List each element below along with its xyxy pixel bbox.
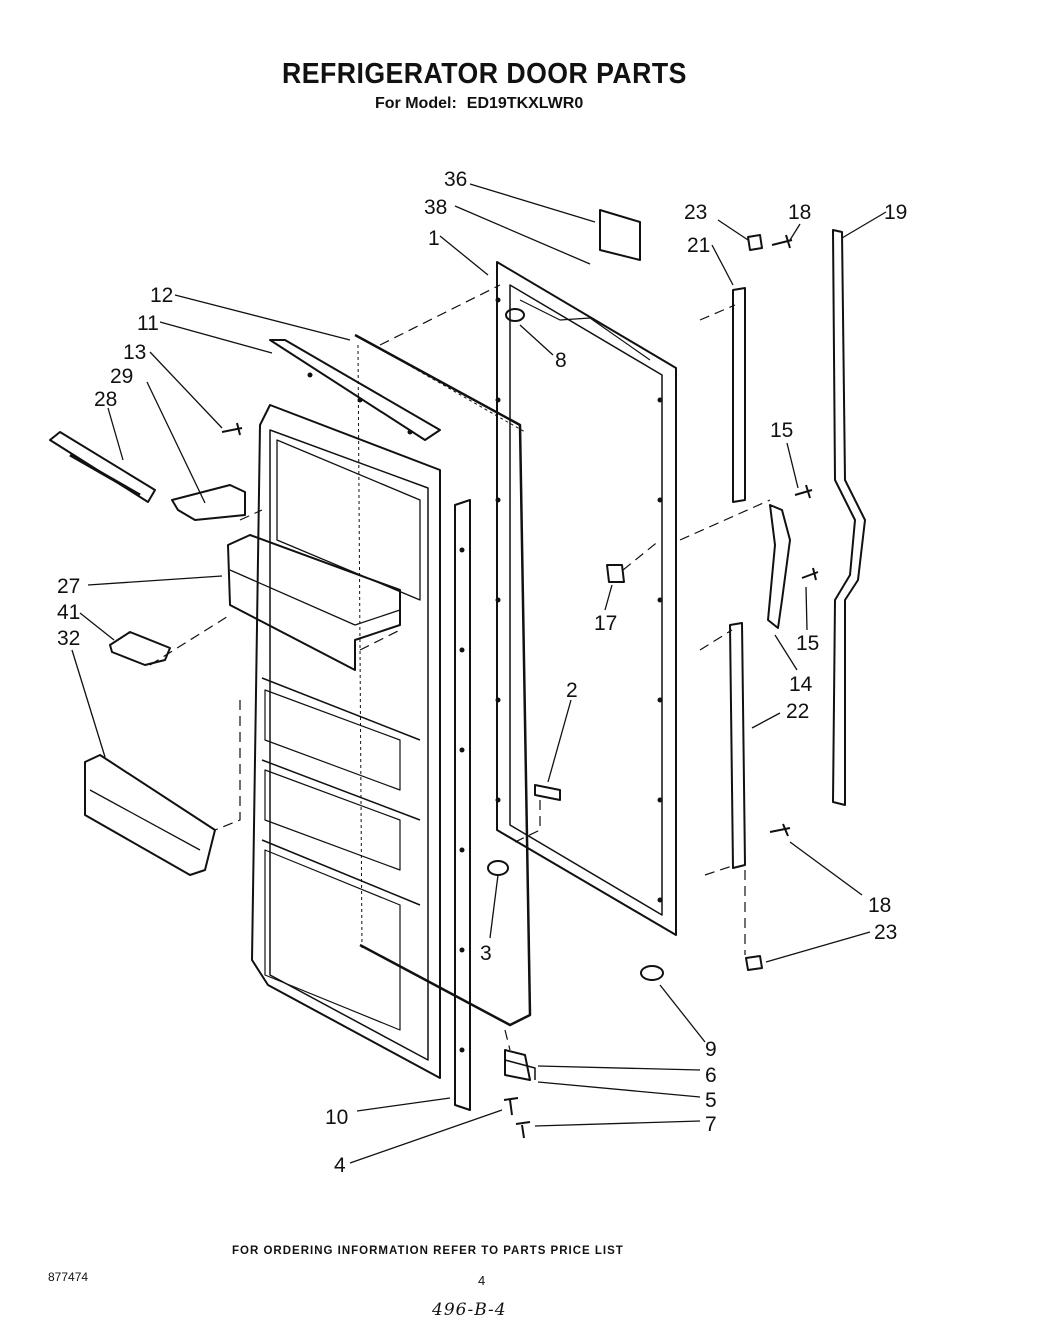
hinge-lower: [504, 1049, 531, 1081]
callout-41: 41: [57, 601, 80, 624]
hinge-bracket: [171, 484, 246, 521]
handle-upper: [732, 287, 746, 503]
bushing: [487, 860, 509, 876]
callout-10: 10: [325, 1106, 348, 1129]
label-plate: [599, 209, 641, 261]
screw-15-lower: [801, 567, 819, 581]
screw-18-upper: [771, 234, 793, 249]
model-label: For Model:: [375, 95, 457, 112]
callout-28: 28: [94, 388, 117, 411]
page-title: REFRIGERATOR DOOR PARTS: [282, 58, 687, 90]
callout-15-upper: 15: [770, 419, 793, 442]
callout-23-lower: 23: [874, 921, 897, 944]
nut-clip: [534, 784, 561, 801]
trim-strip: [49, 431, 156, 503]
callout-36: 36: [444, 168, 467, 191]
callout-21: 21: [687, 234, 710, 257]
callout-6: 6: [705, 1064, 717, 1087]
callout-38: 38: [424, 196, 447, 219]
callout-14: 14: [789, 673, 813, 696]
screw-7: [515, 1121, 531, 1139]
breaker-strip: [454, 499, 471, 1111]
door-shelf: [227, 534, 401, 671]
cap-23-lower: [745, 955, 763, 971]
bearing: [640, 965, 664, 981]
callout-22: 22: [786, 700, 809, 723]
callout-17: 17: [594, 612, 617, 635]
handwritten-note: 496-B-4: [432, 1300, 507, 1320]
callout-1: 1: [428, 227, 440, 250]
callout-12: 12: [150, 284, 173, 307]
screw-18-lower: [769, 823, 791, 837]
handle-trim: [832, 229, 866, 806]
callout-11: 11: [137, 312, 159, 335]
callout-5: 5: [705, 1089, 717, 1112]
door-bin: [84, 754, 216, 876]
callout-18-lower: 18: [868, 894, 891, 917]
cap-plug: [505, 308, 525, 322]
callout-27: 27: [57, 575, 80, 598]
document-number: 877474: [48, 1270, 89, 1284]
callout-19: 19: [884, 201, 907, 224]
callout-8: 8: [555, 349, 567, 372]
door-outer-panel: [496, 261, 677, 936]
cap-23-upper: [747, 234, 763, 251]
callout-18-upper: 18: [788, 201, 811, 224]
ordering-info-note: FOR ORDERING INFORMATION REFER TO PARTS …: [232, 1245, 624, 1257]
callout-7: 7: [705, 1113, 717, 1136]
screw-15-upper: [794, 484, 813, 499]
door-gasket: [354, 333, 532, 1027]
model-number: ED19TKXLWR0: [466, 95, 584, 112]
callout-15-lower: 15: [796, 632, 819, 655]
bin-cover: [109, 631, 171, 666]
callout-23-upper: 23: [684, 201, 707, 224]
callout-9: 9: [705, 1038, 717, 1061]
callout-32: 32: [57, 627, 80, 650]
handle-lower: [729, 622, 746, 869]
screw-4: [503, 1097, 519, 1116]
callout-29: 29: [110, 365, 133, 388]
page-number: 4: [478, 1273, 486, 1288]
door-liner: [251, 404, 441, 1079]
handle-bracket: [767, 504, 791, 629]
callout-4: 4: [334, 1154, 346, 1177]
callout-13: 13: [123, 341, 146, 364]
top-trim: [269, 339, 441, 441]
clip-17: [606, 564, 625, 583]
callout-2: 2: [566, 679, 578, 702]
screw-13: [221, 422, 243, 436]
model-line: For Model: ED19TKXLWR0: [375, 95, 583, 113]
callout-3: 3: [480, 942, 492, 965]
